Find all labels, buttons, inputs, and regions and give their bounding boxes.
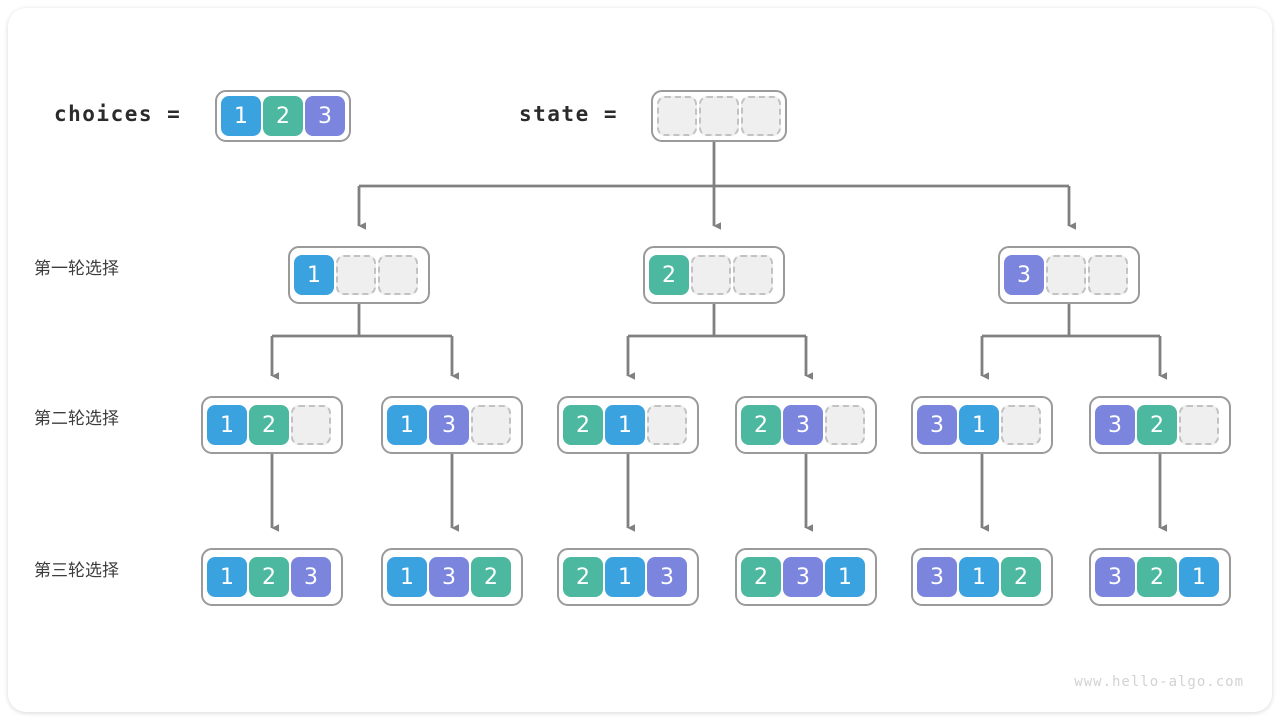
node-r2-4-cell-2	[825, 405, 865, 445]
connector-wires	[270, 138, 1167, 532]
node-r3-2-cell-0: 1	[387, 557, 427, 597]
node-r3-2-cell-2: 2	[471, 557, 511, 597]
state-cell-1	[699, 96, 739, 136]
node-r3-5-cell-2: 2	[1001, 557, 1041, 597]
node-r2-1-cell-2	[291, 405, 331, 445]
node-r3-5-cell-0: 3	[917, 557, 957, 597]
node-r1-2-cell-0: 2	[649, 255, 689, 295]
state-node-r1-1: 1	[288, 246, 430, 304]
node-r2-5-cell-1: 1	[959, 405, 999, 445]
node-r3-1-cell-0: 1	[207, 557, 247, 597]
choices-cell-0: 1	[221, 96, 261, 136]
row-label-round-1: 第一轮选择	[34, 259, 119, 279]
node-r3-1-cell-1: 2	[249, 557, 289, 597]
state-cell-2	[741, 96, 781, 136]
choices-label: choices =	[54, 102, 182, 126]
node-r2-6-cell-1: 2	[1137, 405, 1177, 445]
node-r2-3-cell-2	[647, 405, 687, 445]
node-r2-1-cell-0: 1	[207, 405, 247, 445]
node-r2-2-cell-0: 1	[387, 405, 427, 445]
node-r3-2-cell-1: 3	[429, 557, 469, 597]
node-r1-3-cell-1	[1046, 255, 1086, 295]
node-r3-5-cell-1: 1	[959, 557, 999, 597]
node-r1-3-cell-2	[1088, 255, 1128, 295]
node-r2-5-cell-0: 3	[917, 405, 957, 445]
node-r2-2-cell-2	[471, 405, 511, 445]
node-r3-1-cell-2: 3	[291, 557, 331, 597]
state-node-r1-2: 2	[643, 246, 785, 304]
node-r1-2-cell-2	[733, 255, 773, 295]
node-r2-4-cell-0: 2	[741, 405, 781, 445]
state-cell-0	[657, 96, 697, 136]
node-r3-4-cell-2: 1	[825, 557, 865, 597]
node-r2-1-cell-1: 2	[249, 405, 289, 445]
node-r3-3-cell-0: 2	[563, 557, 603, 597]
node-r3-6-cell-1: 2	[1137, 557, 1177, 597]
node-r1-2-cell-1	[691, 255, 731, 295]
node-r2-6-cell-2	[1179, 405, 1219, 445]
node-r1-3-cell-0: 3	[1004, 255, 1044, 295]
node-r2-5-cell-2	[1001, 405, 1041, 445]
node-r2-3-cell-1: 1	[605, 405, 645, 445]
state-node-r1-3: 3	[998, 246, 1140, 304]
node-r1-1-cell-1	[336, 255, 376, 295]
node-r3-4-cell-1: 3	[783, 557, 823, 597]
node-r1-1-cell-2	[378, 255, 418, 295]
state-array	[651, 90, 787, 142]
node-r3-3-cell-1: 1	[605, 557, 645, 597]
row-label-round-3: 第三轮选择	[34, 561, 119, 581]
state-label: state =	[519, 102, 619, 126]
node-r2-4-cell-1: 3	[783, 405, 823, 445]
node-r3-6-cell-0: 3	[1095, 557, 1135, 597]
node-r2-6-cell-0: 3	[1095, 405, 1135, 445]
node-r1-1-cell-0: 1	[294, 255, 334, 295]
node-r3-6-cell-2: 1	[1179, 557, 1219, 597]
choices-cell-1: 2	[263, 96, 303, 136]
node-r3-3-cell-2: 3	[647, 557, 687, 597]
node-r3-4-cell-0: 2	[741, 557, 781, 597]
watermark: www.hello-algo.com	[1074, 674, 1244, 690]
row-label-round-2: 第二轮选择	[34, 409, 119, 429]
node-r2-2-cell-1: 3	[429, 405, 469, 445]
node-r2-3-cell-0: 2	[563, 405, 603, 445]
choices-cell-2: 3	[305, 96, 345, 136]
